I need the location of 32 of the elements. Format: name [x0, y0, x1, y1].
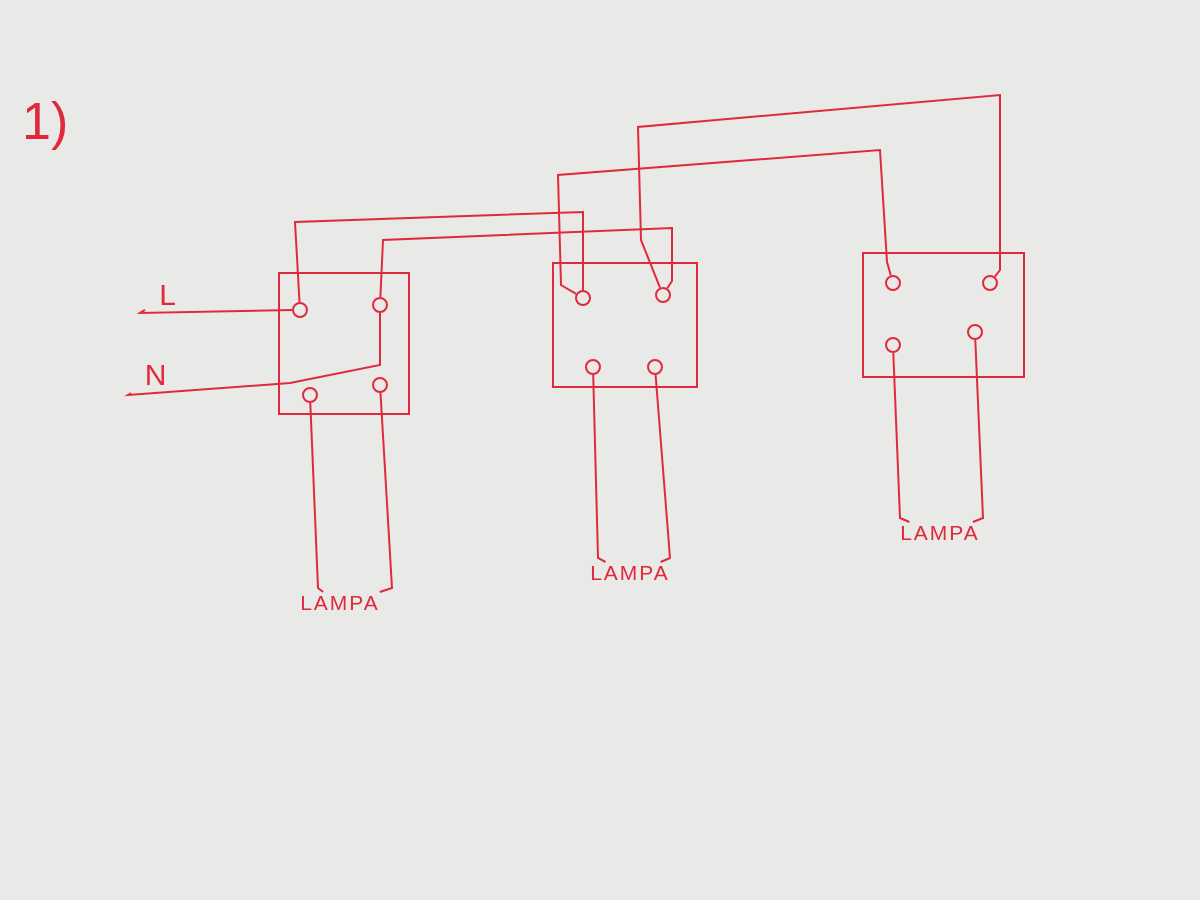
wire: [636, 93, 1001, 289]
terminal: [302, 387, 318, 403]
wire-label: N: [128, 360, 183, 393]
terminal: [372, 377, 388, 393]
terminal: [575, 290, 591, 306]
wire: [592, 374, 607, 563]
lamp-label: LAMPA: [580, 562, 680, 588]
wire: [654, 374, 672, 563]
terminal: [885, 337, 901, 353]
terminal: [655, 287, 671, 303]
terminal: [647, 359, 663, 375]
wire-label: L: [145, 280, 190, 311]
junction-box: [552, 262, 698, 388]
terminal: [585, 359, 601, 375]
terminal: [982, 275, 998, 291]
junction-box: [862, 252, 1025, 378]
wire: [379, 226, 673, 298]
wire: [124, 312, 381, 397]
terminal: [885, 275, 901, 291]
terminal: [967, 324, 983, 340]
wire: [293, 210, 584, 303]
wire: [556, 148, 892, 295]
terminal: [292, 302, 308, 318]
wire: [136, 308, 293, 315]
lamp-label: LAMPA: [280, 592, 400, 618]
wire: [309, 402, 325, 593]
terminal: [372, 297, 388, 313]
lamp-label: LAMPA: [885, 522, 995, 548]
junction-box: [278, 272, 410, 415]
wire: [378, 392, 394, 593]
wire: [892, 352, 911, 523]
wire: [971, 339, 985, 523]
